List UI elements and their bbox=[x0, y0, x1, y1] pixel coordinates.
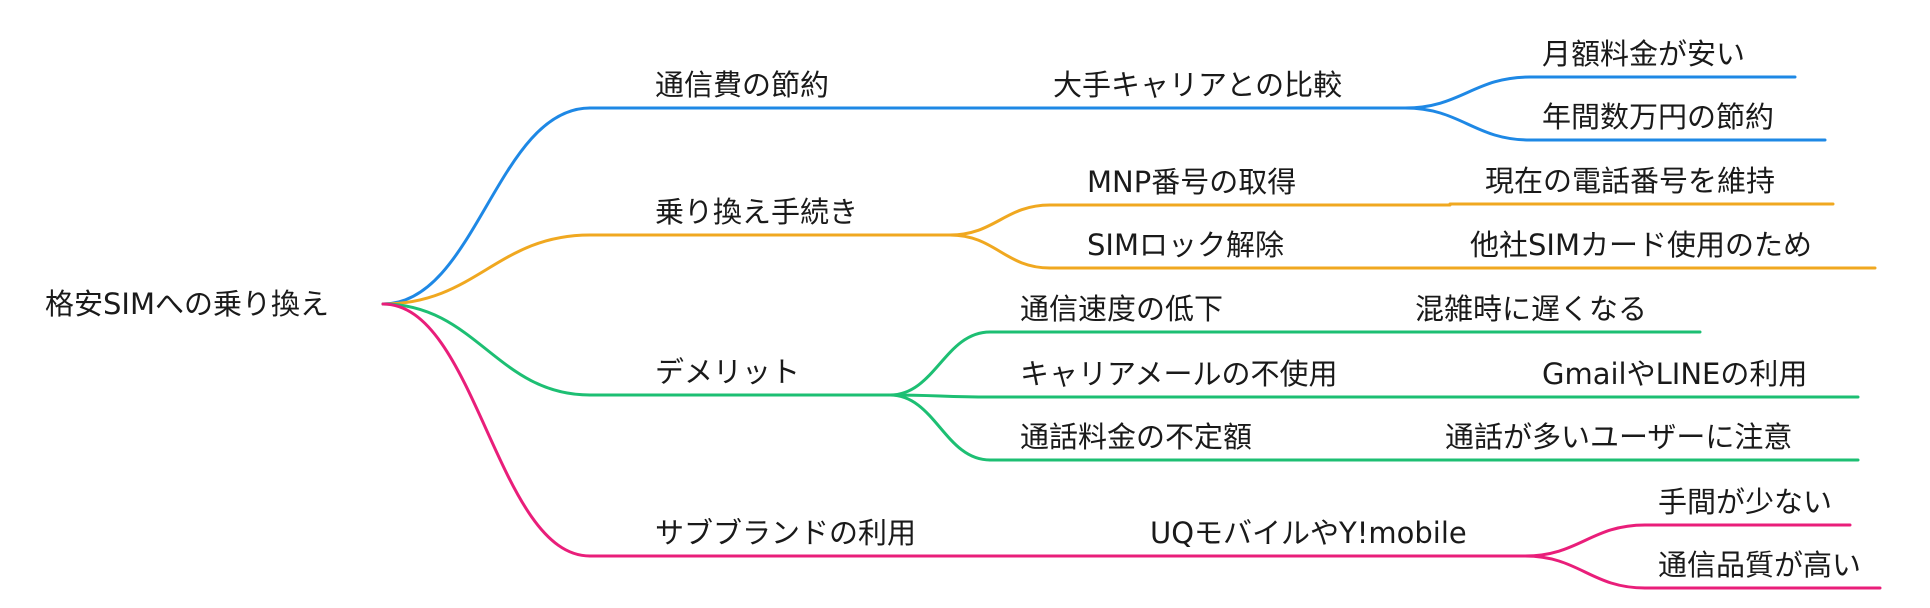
child-node-1-1[interactable]: SIMロック解除 bbox=[1087, 228, 1284, 262]
child-node-2-1[interactable]: キャリアメールの不使用 bbox=[1020, 357, 1338, 391]
edge-root-branch-1 bbox=[381, 233, 592, 306]
leaf-node-1-1-0[interactable]: 他社SIMカード使用のため bbox=[1470, 228, 1812, 262]
edge-child-0-0-leaf-0 bbox=[1403, 75, 1532, 110]
edge-branch-1-child-1 bbox=[948, 233, 1052, 270]
child-node-2-0[interactable]: 通信速度の低下 bbox=[1020, 292, 1223, 326]
edge-child-3-0-leaf-0 bbox=[1523, 523, 1647, 558]
leaf-node-2-2-0[interactable]: 通話が多いユーザーに注意 bbox=[1445, 420, 1792, 454]
mindmap-labels: 格安SIMへの乗り換え 通信費の節約 大手キャリアとの比較 月額料金が安い年間数万円の… bbox=[45, 37, 1861, 582]
child-node-3-0[interactable]: UQモバイルやY!mobile bbox=[1150, 516, 1467, 550]
edge-branch-1-child-0 bbox=[948, 203, 1052, 237]
edge-root-branch-2 bbox=[381, 302, 592, 397]
branch-node-1[interactable]: 乗り換え手続き bbox=[655, 195, 858, 229]
edge-child-0-0-leaf-1 bbox=[1403, 106, 1532, 142]
child-node-0-0[interactable]: 大手キャリアとの比較 bbox=[1053, 68, 1342, 102]
leaf-node-0-0-0[interactable]: 月額料金が安い bbox=[1542, 37, 1745, 71]
branch-node-3[interactable]: サブブランドの利用 bbox=[655, 516, 916, 550]
leaf-node-3-0-1[interactable]: 通信品質が高い bbox=[1658, 548, 1861, 582]
edge-child-3-0-leaf-1 bbox=[1523, 554, 1647, 590]
child-node-1-0[interactable]: MNP番号の取得 bbox=[1087, 165, 1296, 199]
mindmap-edges bbox=[381, 75, 1882, 590]
branch-node-0[interactable]: 通信費の節約 bbox=[655, 68, 829, 102]
root-node[interactable]: 格安SIMへの乗り換え bbox=[45, 287, 329, 321]
leaf-node-2-0-0[interactable]: 混雑時に遅くなる bbox=[1415, 292, 1647, 326]
leaf-node-1-0-0[interactable]: 現在の電話番号を維持 bbox=[1485, 164, 1775, 198]
branch-node-2[interactable]: デメリット bbox=[655, 355, 800, 389]
leaf-node-3-0-0[interactable]: 手間が少ない bbox=[1658, 485, 1832, 519]
leaf-node-0-0-1[interactable]: 年間数万円の節約 bbox=[1542, 100, 1774, 134]
edge-root-branch-0 bbox=[381, 106, 592, 306]
leaf-node-2-1-0[interactable]: GmailやLINEの利用 bbox=[1542, 357, 1807, 391]
child-node-2-2[interactable]: 通話料金の不定額 bbox=[1020, 420, 1252, 454]
edge-root-branch-3 bbox=[381, 302, 592, 558]
edge-branch-2-child-2 bbox=[888, 393, 992, 462]
edge-branch-2-child-0 bbox=[888, 330, 992, 397]
edge-branch-2-child-1 bbox=[888, 393, 992, 399]
